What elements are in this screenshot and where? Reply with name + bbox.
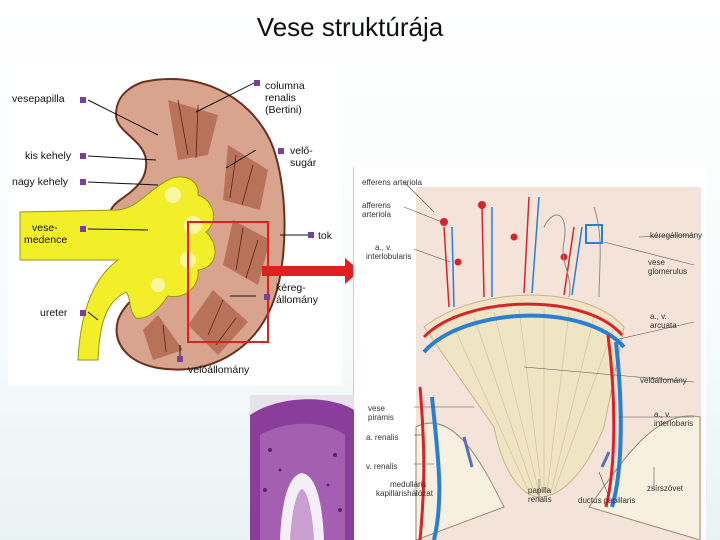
- label-v-renalis: v. renalis: [366, 462, 398, 471]
- marker-square: [80, 179, 86, 185]
- kidney-detail-illustration: [403, 181, 701, 540]
- histology-micrograph: [250, 395, 354, 540]
- label-zsirszovet: zsírszövet: [647, 484, 684, 493]
- label-papilla-2: renalis: [528, 495, 552, 504]
- label-interlobularis-1: a., v.: [375, 243, 392, 252]
- label-ductus-papillaris: ductus papillaris: [578, 496, 636, 505]
- label-keregallomany-1: kéreg-: [276, 282, 306, 294]
- label-tok: tok: [318, 230, 333, 242]
- label-a-renalis: a. renalis: [366, 433, 399, 442]
- label-interlobaris-1: a., v.: [654, 410, 671, 419]
- marker-square: [80, 97, 86, 103]
- label-vesemedence-2: medence: [24, 234, 68, 246]
- label-columna-1: columna: [265, 80, 305, 92]
- label-papilla-1: papilla: [528, 486, 552, 495]
- label-vesemedence-1: vese-: [32, 222, 58, 234]
- label-medullaris-2: kapillárishálózat: [376, 489, 433, 498]
- label-arcuata-2: arcuata: [650, 321, 677, 330]
- label-vesepapilla: vesepapilla: [12, 93, 65, 105]
- marker-square: [308, 232, 314, 238]
- label-columna-2: renalis: [265, 92, 296, 104]
- label-columna-3: (Bertini): [265, 104, 302, 116]
- label-medullaris-1: medulláris: [390, 480, 427, 489]
- label-veloallomany-left: velőállomány: [188, 364, 250, 376]
- label-arcuata-1: a., v.: [650, 312, 667, 321]
- label-keregallomany-right: kéregállomány: [650, 231, 703, 240]
- label-interlobularis-2: interlobularis: [366, 252, 412, 261]
- kidney-section-illustration: [19, 78, 313, 371]
- label-nagy-kehely: nagy kehely: [12, 176, 69, 188]
- label-vese-piramis-1: vese: [368, 404, 385, 413]
- label-velosugar-2: sugár: [290, 157, 317, 169]
- label-afferens-2: arteriola: [362, 210, 391, 219]
- marker-square: [278, 148, 284, 154]
- label-veloallomany-right: velőállomány: [640, 376, 687, 385]
- label-vese-glomerulus-2: glomerulus: [648, 267, 688, 276]
- label-vese-glomerulus-1: vese: [648, 258, 665, 267]
- label-keregallomany-2: állomány: [276, 294, 319, 306]
- page-title: Vese struktúrája: [256, 12, 444, 42]
- label-afferens-1: afferens: [362, 201, 391, 210]
- marker-square: [80, 226, 86, 232]
- marker-square: [254, 80, 260, 86]
- marker-square: [177, 356, 183, 362]
- kidney-section-diagram: [8, 60, 342, 386]
- kidney-detail-diagram: [353, 167, 706, 540]
- label-interlobaris-2: interlobaris: [654, 419, 694, 428]
- marker-square: [80, 153, 86, 159]
- label-kis-kehely: kis kehely: [25, 150, 72, 162]
- label-efferens: efferens arteriola: [362, 178, 422, 187]
- label-vese-piramis-2: piramis: [368, 413, 394, 422]
- marker-square: [264, 294, 270, 300]
- marker-square: [80, 310, 86, 316]
- label-velosugar-1: velő-: [290, 145, 313, 157]
- label-ureter: ureter: [40, 307, 68, 319]
